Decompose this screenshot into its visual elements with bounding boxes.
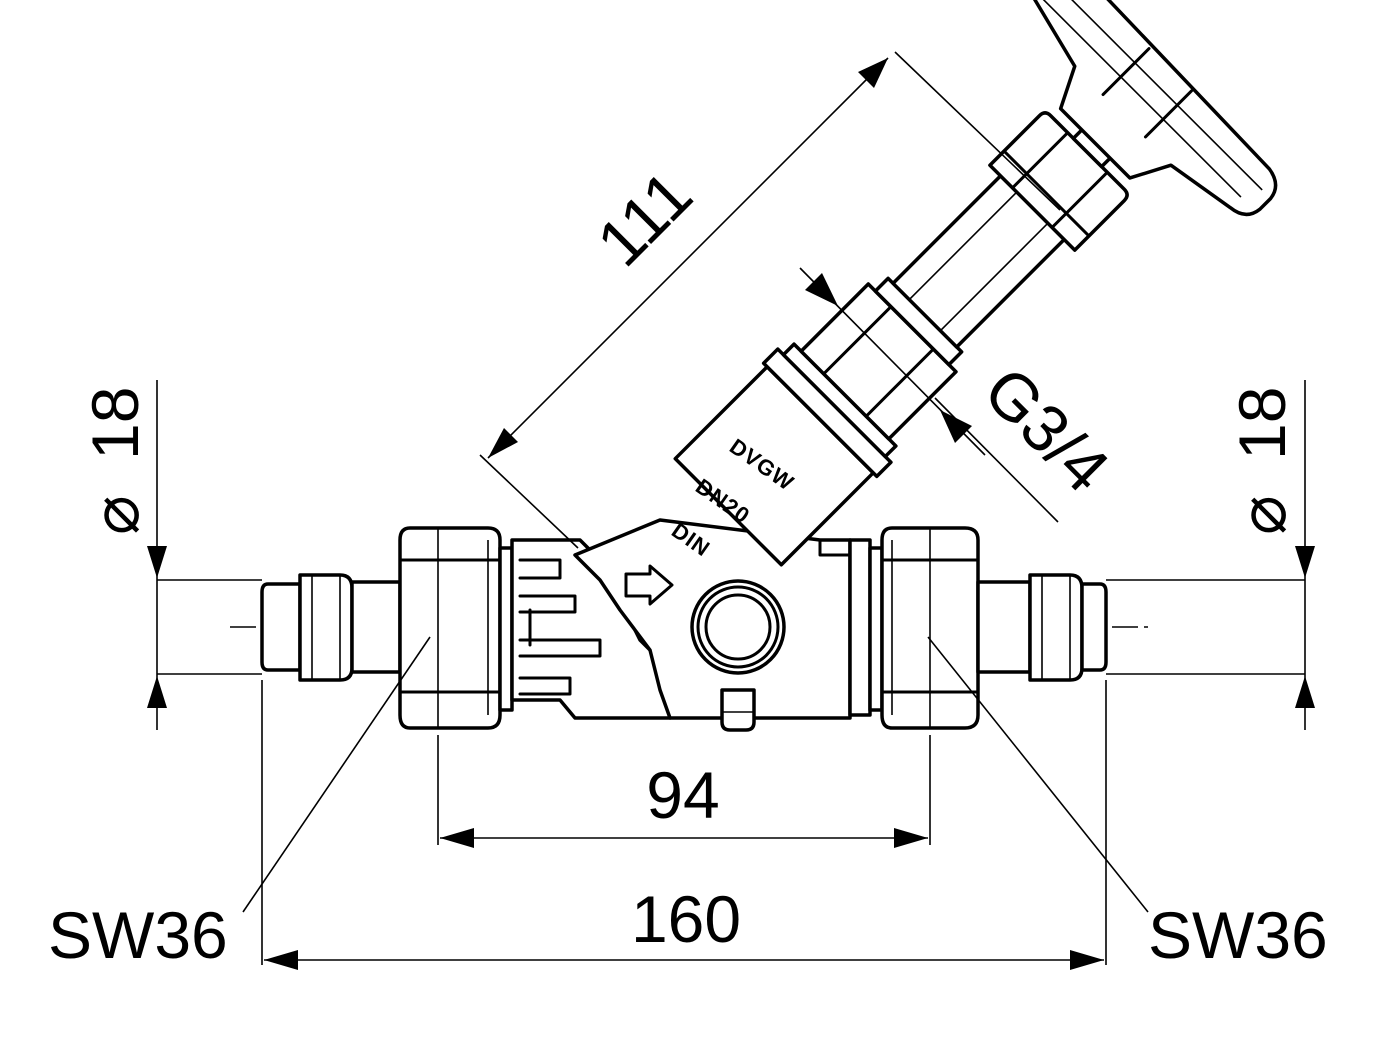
- dimension-thread: [799, 267, 1059, 523]
- dimension-left-pipe-diameter: [147, 380, 262, 730]
- drain-port: [690, 579, 786, 732]
- dimension-nut-spacing: [437, 735, 931, 848]
- dimension-right-pipe-diameter: [1106, 380, 1315, 730]
- label-left-diameter-symbol: ⌀: [78, 495, 152, 535]
- right-press-fitting: [976, 573, 1108, 682]
- dimension-stem-length: [479, 51, 1061, 549]
- label-stem-length: 111: [583, 157, 706, 280]
- flow-direction-arrow-icon: [624, 564, 674, 606]
- label-left-wrench-size: SW36: [48, 898, 228, 972]
- leader-left-wrench: [242, 636, 431, 913]
- label-thread: G3/4: [970, 353, 1124, 507]
- label-nut-spacing: 94: [646, 758, 719, 832]
- left-press-fitting: [260, 573, 402, 682]
- left-union-nut: [398, 526, 514, 730]
- leader-right-wrench: [927, 636, 1149, 913]
- label-right-pipe-diameter: 18: [1225, 387, 1299, 460]
- label-left-pipe-diameter: 18: [78, 387, 152, 460]
- dimension-overall-length: [261, 680, 1107, 970]
- stem-assembly: [673, 0, 1278, 567]
- label-right-wrench-size: SW36: [1148, 898, 1328, 972]
- label-overall-length: 160: [631, 882, 741, 956]
- label-right-diameter-symbol: ⌀: [1225, 495, 1299, 535]
- right-union-nut: [868, 526, 980, 730]
